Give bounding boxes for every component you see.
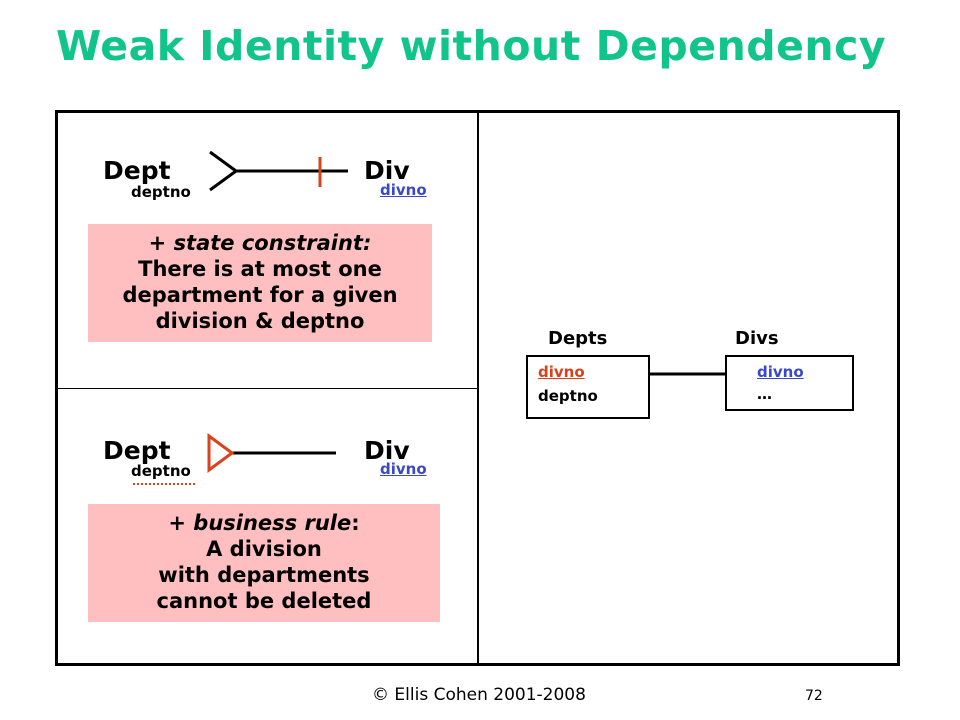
top-deptno-attr: deptno xyxy=(131,183,191,201)
note-line: cannot be deleted xyxy=(156,589,372,613)
top-crowsfoot-upper xyxy=(209,150,237,173)
vertical-divider xyxy=(477,112,479,664)
note-line: department for a given xyxy=(122,283,398,307)
divs-divno-field: divno xyxy=(757,363,804,381)
top-divno-attr: divno xyxy=(380,181,427,199)
divs-table: divno … xyxy=(725,355,854,411)
bottom-dept-entity: Dept xyxy=(103,436,171,465)
bottom-div-entity: Div xyxy=(364,436,410,465)
note-heading: + state constraint: xyxy=(148,231,372,255)
copyright-text: © Ellis Cohen 2001-2008 xyxy=(372,685,586,705)
depts-table-label: Depts xyxy=(548,328,608,349)
note-line: A division xyxy=(206,537,322,561)
top-crowsfoot-lower xyxy=(209,169,237,192)
bottom-divno-attr: divno xyxy=(380,460,427,478)
note-line: with departments xyxy=(158,563,370,587)
business-rule-note: + business rule: A division with departm… xyxy=(88,504,440,622)
slide-title: Weak Identity without Dependency xyxy=(56,22,887,70)
divs-table-label: Divs xyxy=(735,328,779,349)
bottom-deptno-attr: deptno xyxy=(131,462,191,480)
note-line: There is at most one xyxy=(138,257,382,281)
depts-divno-field: divno xyxy=(538,363,585,381)
top-div-entity: Div xyxy=(364,156,410,185)
horizontal-divider xyxy=(57,388,477,389)
page-number: 72 xyxy=(805,688,823,704)
top-dept-entity: Dept xyxy=(103,156,171,185)
divs-ellipsis-field: … xyxy=(757,385,772,403)
note-heading: + business rule: xyxy=(168,511,360,535)
note-line: division & deptno xyxy=(155,309,365,333)
diagram-frame xyxy=(55,110,900,666)
depts-deptno-field: deptno xyxy=(538,387,598,405)
bottom-triangle-marker xyxy=(207,433,235,473)
state-constraint-note: + state constraint: There is at most one… xyxy=(88,224,432,342)
depts-table: divno deptno xyxy=(526,355,650,419)
